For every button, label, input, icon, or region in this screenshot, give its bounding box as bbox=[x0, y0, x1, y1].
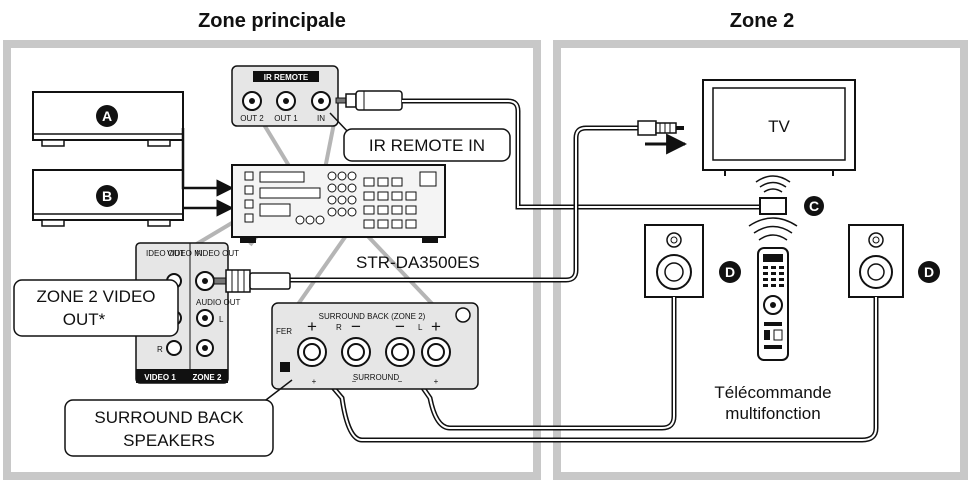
speaker-left: D bbox=[644, 224, 741, 298]
surround-back-speakers-line2: SPEAKERS bbox=[123, 431, 215, 450]
ir-remote-in-callout bbox=[343, 128, 511, 162]
receiver-model-label: STR-DA3500ES bbox=[356, 253, 480, 272]
zone2-video-out-callout bbox=[13, 279, 179, 337]
surround-back-speakers-callout bbox=[64, 399, 274, 457]
ir-out1-label: OUT 1 bbox=[274, 114, 298, 123]
zone2-video-out-label-line2: OUT* bbox=[63, 310, 106, 329]
terminal-plus-3: + bbox=[312, 377, 317, 386]
arrow-a-to-receiver bbox=[181, 128, 234, 197]
terminal-r: R bbox=[336, 323, 342, 332]
panel-audio-out: AUDIO OUT bbox=[196, 298, 241, 307]
badge-c-text: C bbox=[809, 198, 819, 214]
badge-d-right bbox=[918, 261, 940, 283]
panel-video-out: VIDEO OUT bbox=[195, 249, 239, 258]
multifunction-remote bbox=[748, 217, 798, 361]
speaker-right: D bbox=[848, 224, 940, 298]
ir-remote-panel-title: IR REMOTE bbox=[264, 73, 309, 82]
terminal-l: L bbox=[418, 323, 423, 332]
badge-d-left-text: D bbox=[725, 264, 735, 280]
panel-r: R bbox=[157, 345, 163, 354]
zone2-video-out-label-line1: ZONE 2 VIDEO bbox=[36, 287, 155, 306]
tv-label: TV bbox=[768, 117, 790, 136]
device-b: B bbox=[32, 169, 184, 227]
surround-back-terminal-panel: SURROUND BACK (ZONE 2) FER + R − − L + +… bbox=[271, 302, 479, 390]
ir-remote-in-label: IR REMOTE IN bbox=[369, 136, 485, 155]
panel-video1: VIDEO 1 bbox=[144, 373, 176, 382]
panel-zone2: ZONE 2 bbox=[193, 373, 222, 382]
terminal-plus-1: + bbox=[307, 317, 317, 336]
ir-remote-panel: IR REMOTE OUT 2 OUT 1 IN bbox=[231, 65, 339, 127]
badge-b-text: B bbox=[102, 188, 112, 204]
main-zone-title: Zone principale bbox=[198, 10, 346, 32]
remote-label-line1: Télécommande bbox=[714, 383, 831, 402]
terminal-plus-2: + bbox=[431, 317, 441, 336]
tv: TV bbox=[702, 79, 856, 176]
zone2-video-plug bbox=[213, 269, 291, 293]
terminal-plus-4: + bbox=[434, 377, 439, 386]
badge-d-left bbox=[719, 261, 741, 283]
main-zone-frame bbox=[3, 40, 541, 480]
badge-a bbox=[96, 105, 118, 127]
ir-plug bbox=[335, 90, 403, 111]
tv-video-plug bbox=[637, 120, 684, 136]
badge-c bbox=[804, 196, 824, 216]
terminal-surround: SURROUND bbox=[353, 373, 399, 382]
remote-label-line2: multifonction bbox=[725, 404, 820, 423]
device-a: A bbox=[32, 91, 184, 147]
terminal-minus-1: − bbox=[351, 317, 361, 336]
panel-video-in: VIDEO IN bbox=[167, 249, 202, 258]
receiver bbox=[231, 164, 446, 243]
receiver-jacks bbox=[244, 171, 437, 229]
terminal-fer: FER bbox=[276, 327, 292, 336]
badge-a-text: A bbox=[102, 108, 112, 124]
terminal-minus-2: − bbox=[395, 317, 405, 336]
panel-ideo-out: IDEO OUT bbox=[146, 249, 185, 258]
surround-back-speakers-line1: SURROUND BACK bbox=[94, 408, 244, 427]
ir-in-label: IN bbox=[317, 114, 325, 123]
terminal-minus-4: − bbox=[398, 377, 403, 386]
panel-l: L bbox=[219, 315, 224, 324]
terminal-panel-title: SURROUND BACK (ZONE 2) bbox=[319, 312, 426, 321]
terminal-minus-3: − bbox=[352, 377, 357, 386]
badge-d-right-text: D bbox=[924, 264, 934, 280]
ir-repeater: C bbox=[755, 175, 824, 216]
zone2-frame bbox=[553, 40, 968, 480]
ir-out2-label: OUT 2 bbox=[240, 114, 264, 123]
badge-b bbox=[96, 185, 118, 207]
zone2-title: Zone 2 bbox=[730, 10, 794, 32]
